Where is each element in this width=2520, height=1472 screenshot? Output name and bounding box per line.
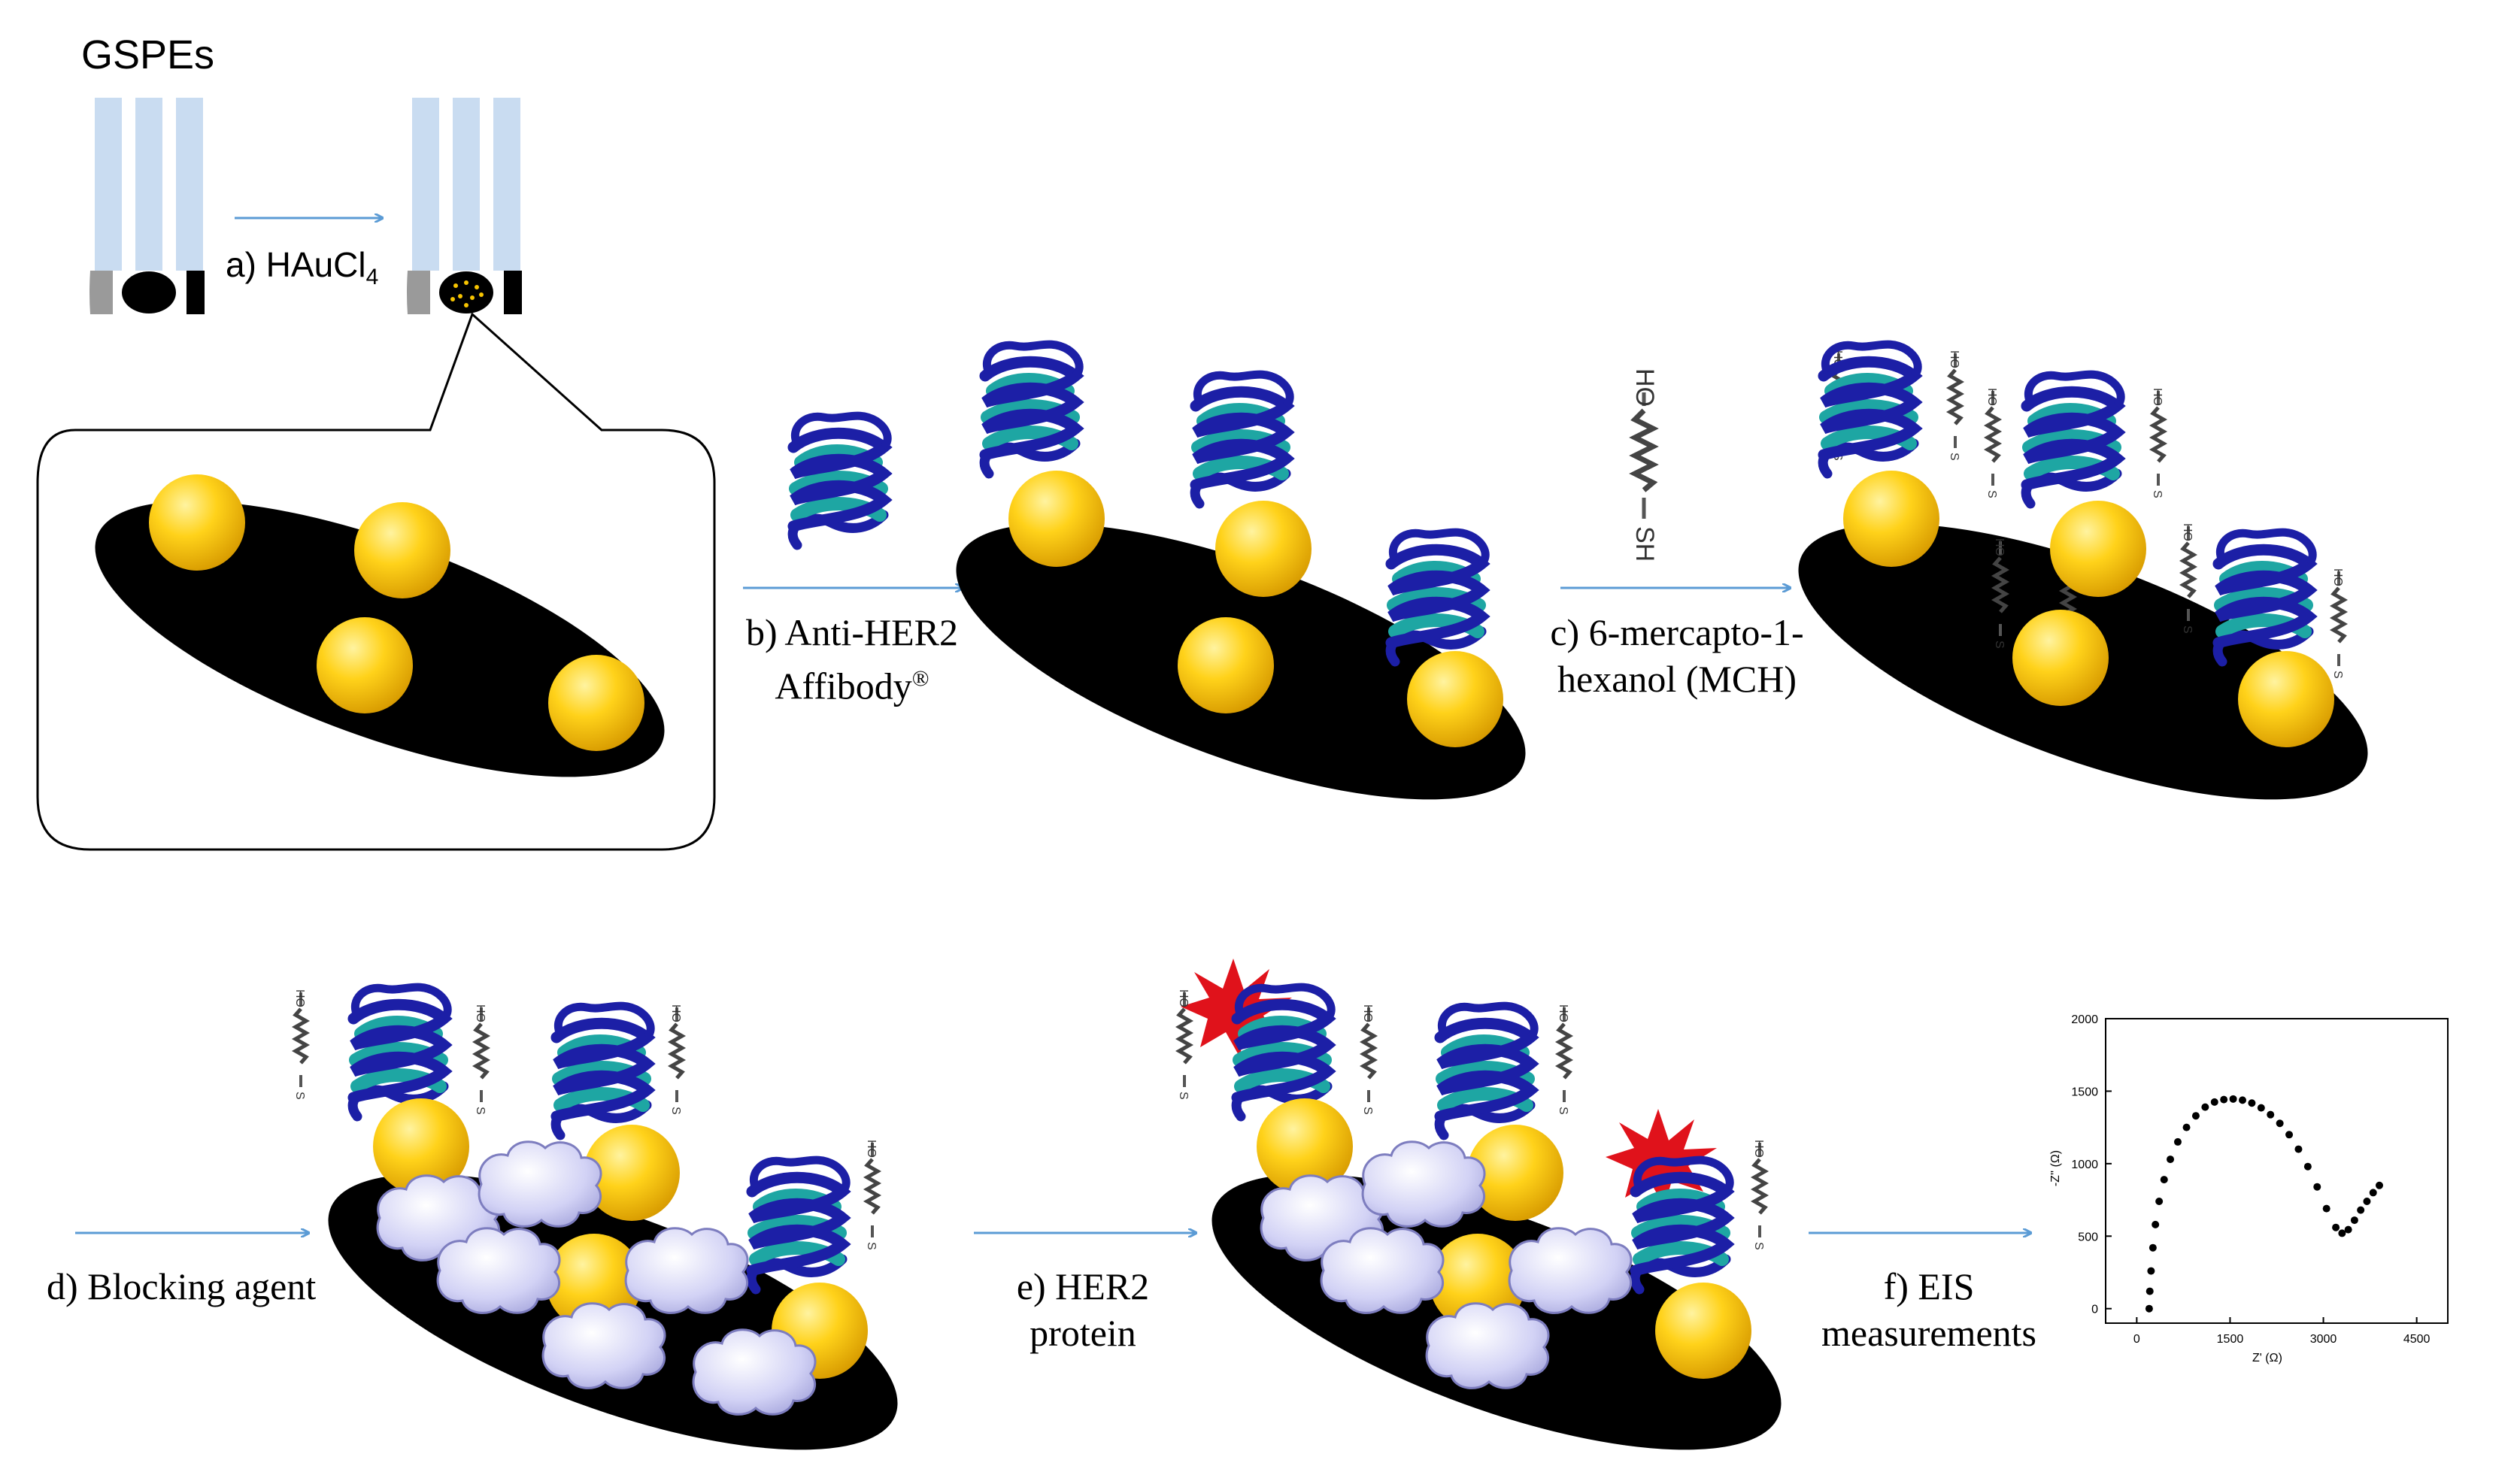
- eis-y-tick-label: 500: [2078, 1231, 2098, 1243]
- eis-y-tick-label: 1500: [2071, 1086, 2098, 1098]
- eis-data-point: [2160, 1176, 2168, 1184]
- eis-data-point: [2191, 1112, 2200, 1120]
- step-f-label: f) EIS measurements: [1812, 1263, 2045, 1356]
- eis-x-tick-label: 3000: [2310, 1333, 2337, 1346]
- step-f-line2: measurements: [1821, 1312, 2036, 1354]
- eis-data-point: [2294, 1145, 2303, 1153]
- step-b-registered-mark: ®: [911, 666, 929, 691]
- eis-data-point: [2147, 1267, 2155, 1275]
- step-c-label: c) 6-mercapto-1- hexanol (MCH): [1534, 609, 1820, 702]
- eis-data-point: [2145, 1304, 2153, 1313]
- step-b-line2-wrap: Affibody®: [728, 656, 976, 710]
- eis-plot-frame: [2105, 1018, 2449, 1324]
- surface-affibody: [956, 344, 1526, 800]
- eis-data-point: [2338, 1229, 2346, 1237]
- step-a-subscript: 4: [365, 265, 379, 290]
- step-b-line1: b) Anti-HER2: [746, 611, 958, 653]
- eis-data-point: [2313, 1183, 2321, 1191]
- eis-data-point: [2376, 1181, 2383, 1189]
- step-c-line2: hexanol (MCH): [1557, 658, 1797, 700]
- eis-data-point: [2239, 1096, 2246, 1104]
- step-e-line2: protein: [1030, 1312, 1136, 1354]
- gspes-title: GSPEs: [81, 32, 215, 77]
- eis-y-tick-label: 1000: [2071, 1159, 2098, 1171]
- eis-y-tick-label: 0: [2091, 1304, 2098, 1316]
- eis-data-point: [2350, 1216, 2358, 1225]
- surface-her2-bound: [1177, 959, 1782, 1450]
- eis-data-point: [2167, 1155, 2175, 1164]
- eis-data-point: [2210, 1098, 2218, 1106]
- eis-data-point: [2201, 1103, 2209, 1111]
- eis-data-point: [2332, 1223, 2340, 1231]
- zoom-callout: [36, 312, 716, 851]
- eis-data-point: [2322, 1204, 2330, 1213]
- eis-data-point: [2248, 1099, 2256, 1107]
- step-a-text: a) HAuCl: [226, 245, 366, 284]
- step-e-line1: e) HER2: [1016, 1265, 1150, 1307]
- electrode-bare: [89, 98, 205, 314]
- eis-data-point: [2229, 1095, 2237, 1103]
- eis-y-tick-label: 2000: [2071, 1013, 2098, 1026]
- eis-data-point: [2276, 1119, 2284, 1128]
- step-e-label: e) HER2 protein: [970, 1263, 1196, 1356]
- eis-x-tick-label: 4500: [2403, 1333, 2431, 1346]
- eis-data-point: [2173, 1137, 2182, 1146]
- eis-data-point: [2149, 1243, 2157, 1252]
- step-d-line1: d) Blocking agent: [47, 1265, 317, 1307]
- step-f-line1: f) EIS: [1883, 1265, 1975, 1307]
- step-b-label: b) Anti-HER2 Affibody®: [728, 609, 976, 710]
- eis-data-point: [2145, 1287, 2154, 1295]
- eis-data-point: [2357, 1206, 2365, 1214]
- step-a-label: a) HAuCl4: [226, 244, 378, 290]
- eis-x-tick-label: 1500: [2217, 1333, 2244, 1346]
- mch-oh-label: HO: [1630, 368, 1659, 407]
- eis-data-point: [2152, 1220, 2160, 1228]
- eis-data-series: [2145, 1095, 2383, 1313]
- mch-sh-label: SH: [1630, 526, 1659, 562]
- eis-plot: 0 1500 3000 4500 0 500 1000 1500 2000: [2071, 1013, 2449, 1346]
- surface-affibody-mch: [1798, 344, 2368, 800]
- eis-x-axis-label: Z' (Ω): [2252, 1352, 2282, 1364]
- affibody-reagent: [793, 416, 887, 545]
- eis-data-point: [2344, 1225, 2352, 1234]
- eis-y-axis-label: -Z'' (Ω): [2049, 1149, 2063, 1187]
- eis-data-point: [2285, 1131, 2294, 1139]
- mch-molecule: HO SH: [1629, 368, 1659, 562]
- electrode-gold-deposited: [407, 98, 522, 314]
- eis-data-point: [2182, 1123, 2191, 1131]
- eis-data-point: [2363, 1198, 2371, 1205]
- eis-data-point: [2155, 1198, 2164, 1205]
- eis-data-point: [2303, 1162, 2312, 1171]
- step-c-line1: c) 6-mercapto-1-: [1550, 611, 1804, 653]
- surface-blocked: [293, 987, 898, 1450]
- eis-data-point: [2257, 1104, 2265, 1112]
- eis-x-tick-label: 0: [2133, 1333, 2140, 1346]
- eis-data-point: [2369, 1189, 2377, 1197]
- step-b-line2: Affibody: [775, 665, 912, 707]
- eis-data-point: [2220, 1095, 2228, 1104]
- eis-axis-ticks: 0 1500 3000 4500 0 500 1000 1500 2000: [2071, 1013, 2430, 1346]
- step-d-label: d) Blocking agent: [47, 1263, 362, 1310]
- eis-data-point: [2267, 1110, 2275, 1119]
